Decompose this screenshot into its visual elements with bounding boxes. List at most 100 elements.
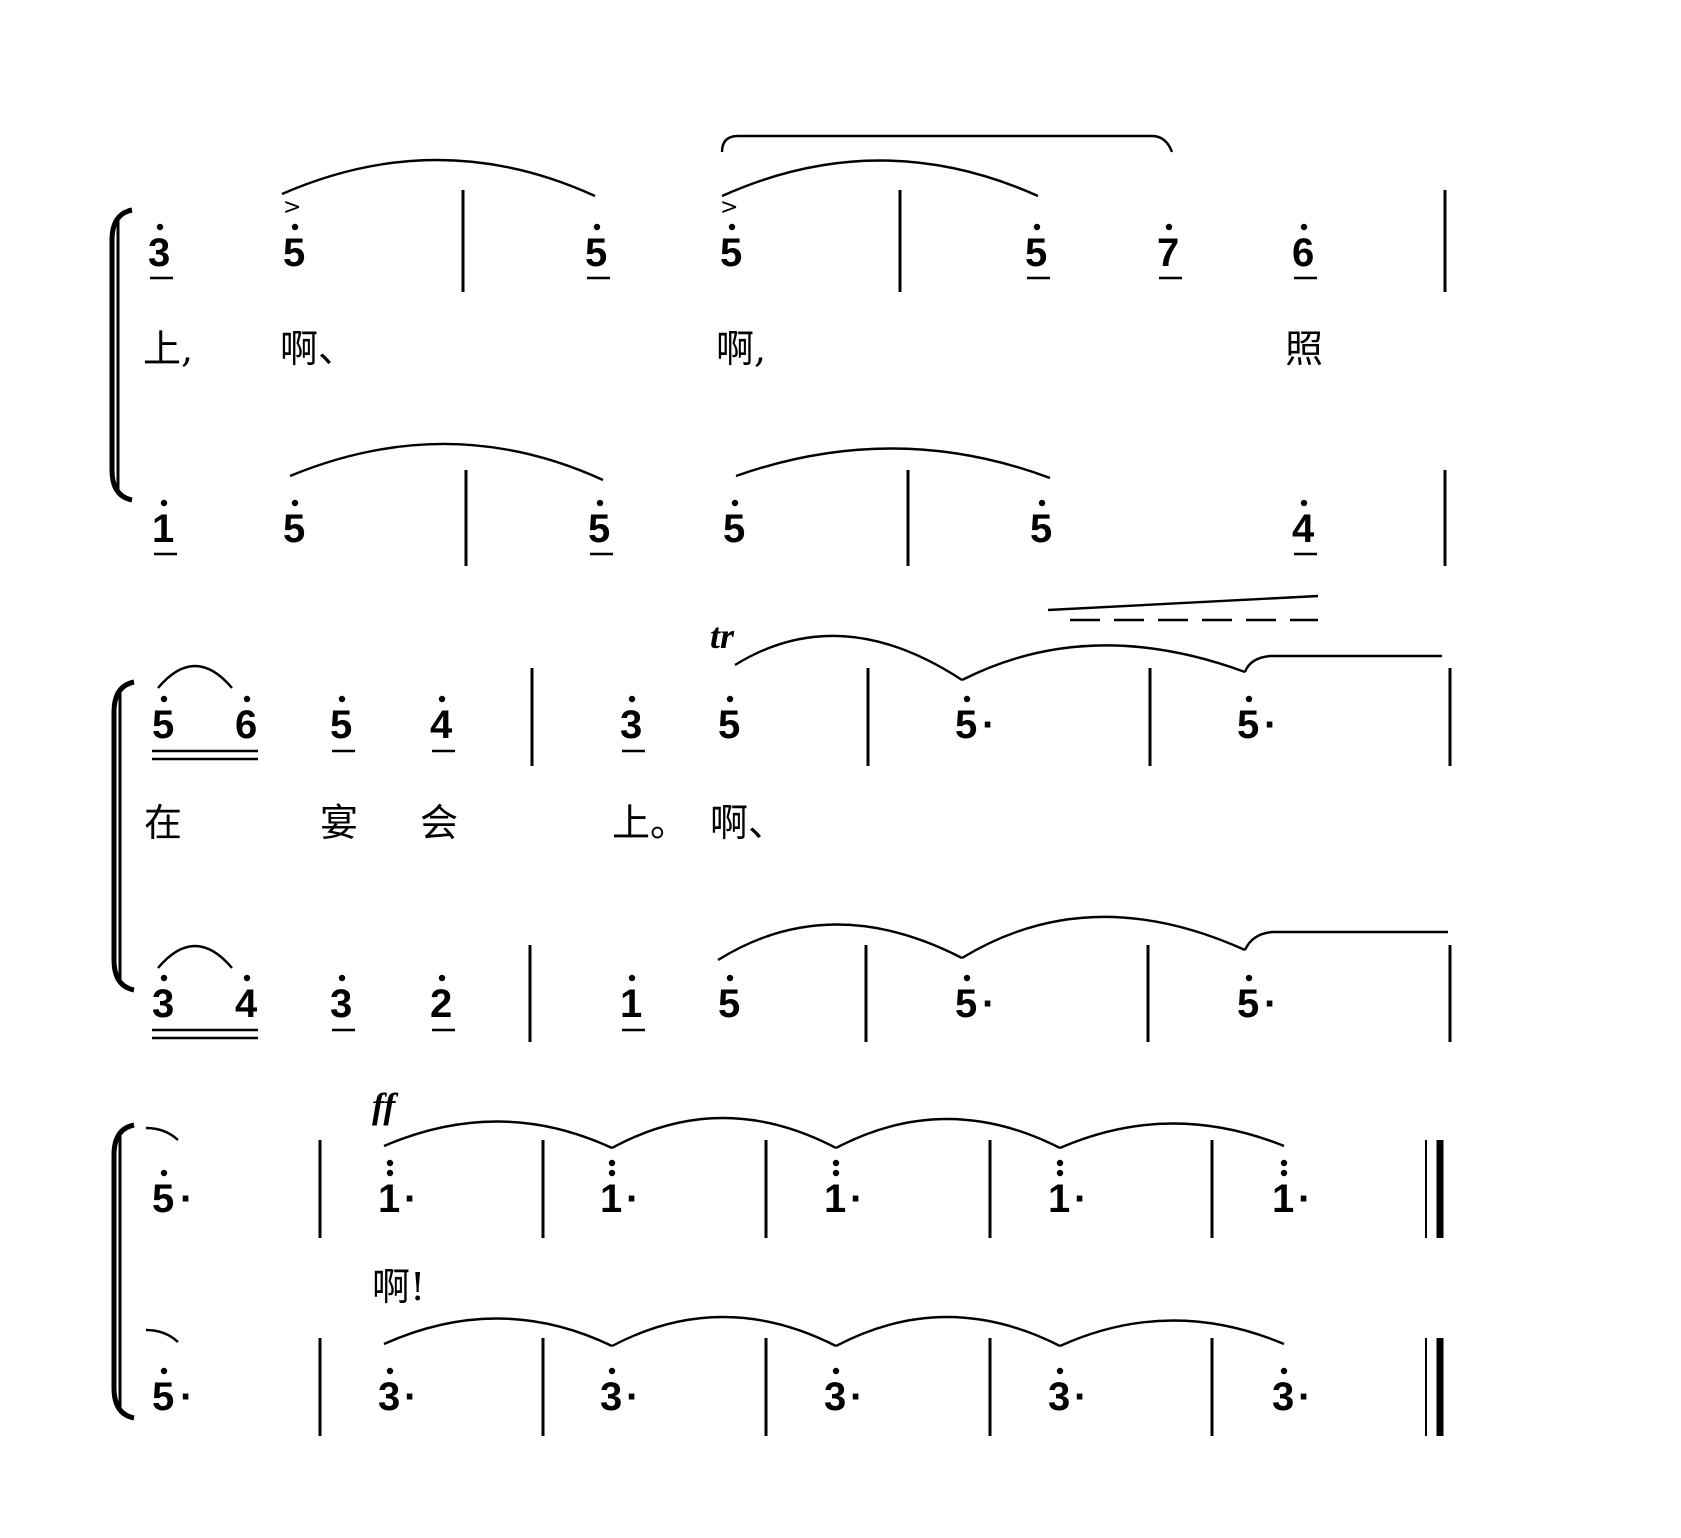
lower-note: 3 — [824, 1375, 846, 1419]
slur — [289, 442, 604, 482]
octave-dot — [1165, 223, 1173, 231]
upper-note: 1 — [1272, 1177, 1294, 1221]
upper-note: 1 — [1048, 1177, 1070, 1221]
upper-note: 6 — [1292, 231, 1314, 275]
lower-note: 5 — [955, 982, 977, 1026]
augmentation-dot: · — [404, 1177, 417, 1221]
augmentation-dot: · — [982, 703, 995, 747]
augmentation-dot: · — [626, 1375, 639, 1419]
octave-dot — [1280, 1159, 1288, 1167]
octave-dot — [160, 695, 168, 703]
upper-note: 1 — [824, 1177, 846, 1221]
lower-note: 1 — [620, 982, 642, 1026]
slur — [717, 923, 963, 962]
slur — [383, 1317, 613, 1348]
octave-dot — [832, 1367, 840, 1375]
octave-dot — [1056, 1159, 1064, 1167]
augmentation-dot: · — [982, 982, 995, 1026]
augmentation-dot: · — [1264, 703, 1277, 747]
tie — [145, 1126, 179, 1141]
slur — [611, 1116, 837, 1150]
octave-dot — [1300, 499, 1308, 507]
octave-dot — [1033, 223, 1041, 231]
lower-note: 5 — [1030, 507, 1052, 551]
lower-note: 3 — [152, 982, 174, 1026]
octave-dot — [608, 1367, 616, 1375]
augmentation-dot: · — [1298, 1177, 1311, 1221]
slur — [835, 1315, 1061, 1348]
octave-dot — [386, 1367, 394, 1375]
octave-dot — [628, 974, 636, 982]
lower-note: 5 — [283, 507, 305, 551]
slur — [1059, 1319, 1285, 1348]
octave-dot — [1245, 695, 1253, 703]
lyric: 上, — [143, 327, 193, 371]
upper-note: 1 — [378, 1177, 400, 1221]
augmentation-dot: · — [850, 1375, 863, 1419]
octave-dot — [1038, 499, 1046, 507]
upper-note: 5 — [330, 703, 352, 747]
upper-note: 5 — [152, 1177, 174, 1221]
octave-dot — [386, 1159, 394, 1167]
slur — [734, 634, 963, 682]
octave-dot — [1280, 1169, 1288, 1177]
accent-mark: > — [720, 195, 738, 220]
octave-dot — [386, 1169, 394, 1177]
octave-dot — [338, 695, 346, 703]
octave-dot — [731, 499, 739, 507]
upper-note: 5 — [955, 703, 977, 747]
octave-dot — [608, 1159, 616, 1167]
system-brace — [111, 679, 135, 993]
octave-dot — [156, 223, 164, 231]
octave-dot — [608, 1169, 616, 1177]
lower-note: 4 — [235, 982, 258, 1026]
lyric: 照 — [1285, 327, 1323, 371]
upper-note: 1 — [600, 1177, 622, 1221]
upper-note: 6 — [235, 703, 257, 747]
system-2: tr 5 6 5 4 3 5 5 · 5 · 在 — [111, 594, 1452, 1042]
octave-dot — [291, 223, 299, 231]
system-3: ff 5 · 1 · 1 · 1 · 1 · 1 · — [111, 1086, 1444, 1436]
octave-dot — [726, 695, 734, 703]
octave-dot — [160, 1367, 168, 1375]
tie — [157, 664, 233, 689]
slur — [383, 1120, 613, 1150]
lower-note: 4 — [1292, 507, 1315, 551]
lyric: 会 — [420, 801, 458, 845]
tie-bracket — [720, 134, 1174, 153]
octave-dot — [160, 499, 168, 507]
upper-note: 7 — [1157, 231, 1179, 275]
lower-note: 1 — [152, 507, 174, 551]
lower-note: 5 — [1237, 982, 1259, 1026]
octave-dot — [438, 974, 446, 982]
augmentation-dot: · — [180, 1177, 193, 1221]
lower-note: 2 — [430, 982, 452, 1026]
upper-note: 5 — [720, 231, 742, 275]
upper-note: 5 — [283, 231, 305, 275]
octave-dot — [338, 974, 346, 982]
slur — [835, 1117, 1061, 1150]
lyric: 啊、 — [710, 801, 786, 845]
lower-note: 5 — [152, 1375, 174, 1419]
augmentation-dot: · — [1264, 982, 1277, 1026]
lower-note: 3 — [600, 1375, 622, 1419]
octave-dot — [1245, 974, 1253, 982]
lower-note: 5 — [723, 507, 745, 551]
accent-mark: > — [283, 195, 301, 220]
augmentation-dot: · — [1074, 1177, 1087, 1221]
crescendo-dashes — [1047, 594, 1319, 622]
trill-mark: tr — [710, 616, 735, 656]
octave-dot — [243, 695, 251, 703]
system-brace — [111, 1122, 135, 1421]
upper-note: 5 — [1237, 703, 1259, 747]
tie — [1243, 930, 1448, 951]
lyric: 啊, — [716, 327, 766, 371]
lower-note: 3 — [330, 982, 352, 1026]
lyric: 宴 — [320, 801, 358, 845]
octave-dot — [243, 974, 251, 982]
octave-dot — [596, 499, 604, 507]
upper-note: 3 — [620, 703, 642, 747]
system-1: 3 > 5 5 > 5 5 7 6 上, 啊、 啊, 照 1 — [109, 134, 1447, 566]
lyric: 啊! — [372, 1265, 425, 1309]
lower-note: 5 — [588, 507, 610, 551]
